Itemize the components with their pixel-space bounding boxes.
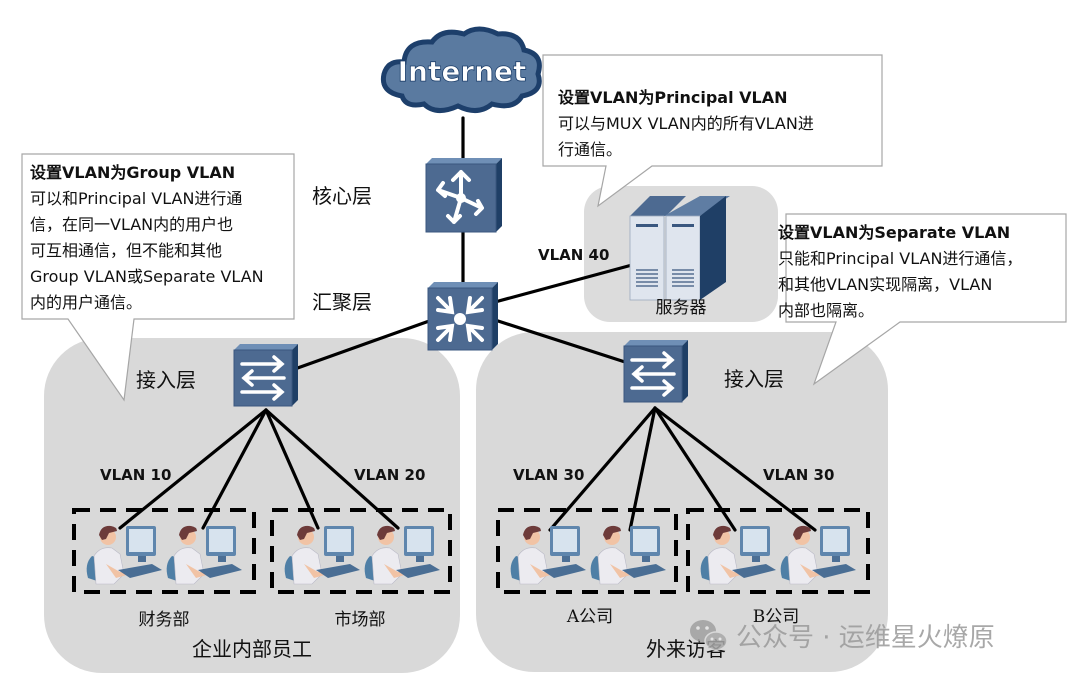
- callout-group-line: 可以和Principal VLAN进行通: [30, 189, 242, 208]
- callout-group-line: 内的用户通信。: [30, 293, 142, 312]
- link-user: [118, 408, 268, 530]
- server-label: 服务器: [656, 298, 707, 318]
- aggregation-switch-icon: [427, 282, 498, 351]
- callout-principal-title: 设置VLAN为Principal VLAN: [558, 88, 787, 107]
- link-user: [653, 406, 817, 532]
- callout-separate-line: 和其他VLAN实现隔离，VLAN: [778, 275, 992, 294]
- zone-internal-employees: [44, 338, 460, 673]
- department-label: A公司: [566, 607, 613, 627]
- link-aggregation-access-right: [493, 318, 627, 364]
- link-user: [548, 406, 657, 532]
- department-label: 市场部: [335, 610, 386, 630]
- core-router-icon: [425, 158, 502, 233]
- layer-label-access-left: 接入层: [136, 368, 196, 392]
- department-box-marketing: [270, 508, 452, 594]
- access-switch-right-icon: [623, 340, 688, 403]
- callout-separate: 设置VLAN为Separate VLAN 只能和Principal VLAN进行…: [778, 213, 1067, 386]
- department-box-company-b: [686, 508, 870, 594]
- callout-principal: 设置VLAN为Principal VLAN 可以与MUX VLAN内的所有VLA…: [542, 54, 883, 208]
- callout-group-line: 可互相通信，但不能和其他: [30, 241, 222, 260]
- group-label-internal: 企业内部员工: [192, 637, 312, 661]
- callout-group-title: 设置VLAN为Group VLAN: [30, 163, 235, 182]
- callout-separate-line: 内部也隔离。: [778, 301, 874, 320]
- callout-principal-line: 可以与MUX VLAN内的所有VLAN进: [558, 114, 814, 133]
- callout-separate-line: 只能和Principal VLAN进行通信，: [778, 249, 1022, 268]
- department-label: 财务部: [139, 610, 190, 630]
- callout-group-line: Group VLAN或Separate VLAN: [30, 267, 264, 286]
- vlan-label: VLAN 10: [100, 466, 171, 484]
- server-icon: [629, 196, 730, 301]
- callout-principal-line: 行通信。: [558, 140, 622, 159]
- wechat-icon: [690, 620, 728, 651]
- department-label: B公司: [753, 607, 800, 627]
- vlan-label: VLAN 30: [513, 466, 584, 484]
- layer-label-access-right: 接入层: [724, 367, 784, 391]
- callout-group-line: 信，在同一VLAN内的用户也: [30, 215, 233, 234]
- internet-label: Internet: [398, 55, 527, 88]
- vlan-label: VLAN 30: [763, 466, 834, 484]
- vlan-label: VLAN 20: [354, 466, 425, 484]
- watermark-text: 公众号 · 运维星火燎原: [736, 623, 995, 653]
- internet-cloud-icon: Internet: [380, 26, 542, 113]
- access-switch-left-icon: [233, 344, 298, 407]
- link-aggregation-access-left: [290, 318, 434, 372]
- server-vlan-label: VLAN 40: [538, 246, 609, 264]
- callout-group: 设置VLAN为Group VLAN 可以和Principal VLAN进行通 信…: [21, 153, 295, 402]
- zone-visitors: [476, 332, 888, 672]
- department-box-finance: [72, 508, 256, 594]
- link-aggregation-server: [493, 263, 634, 304]
- watermark: 公众号 · 运维星火燎原: [690, 620, 995, 653]
- callout-separate-title: 设置VLAN为Separate VLAN: [778, 223, 1010, 242]
- layer-label-aggregation: 汇聚层: [312, 290, 372, 314]
- layer-label-core: 核心层: [312, 184, 372, 208]
- department-box-company-a: [496, 508, 678, 594]
